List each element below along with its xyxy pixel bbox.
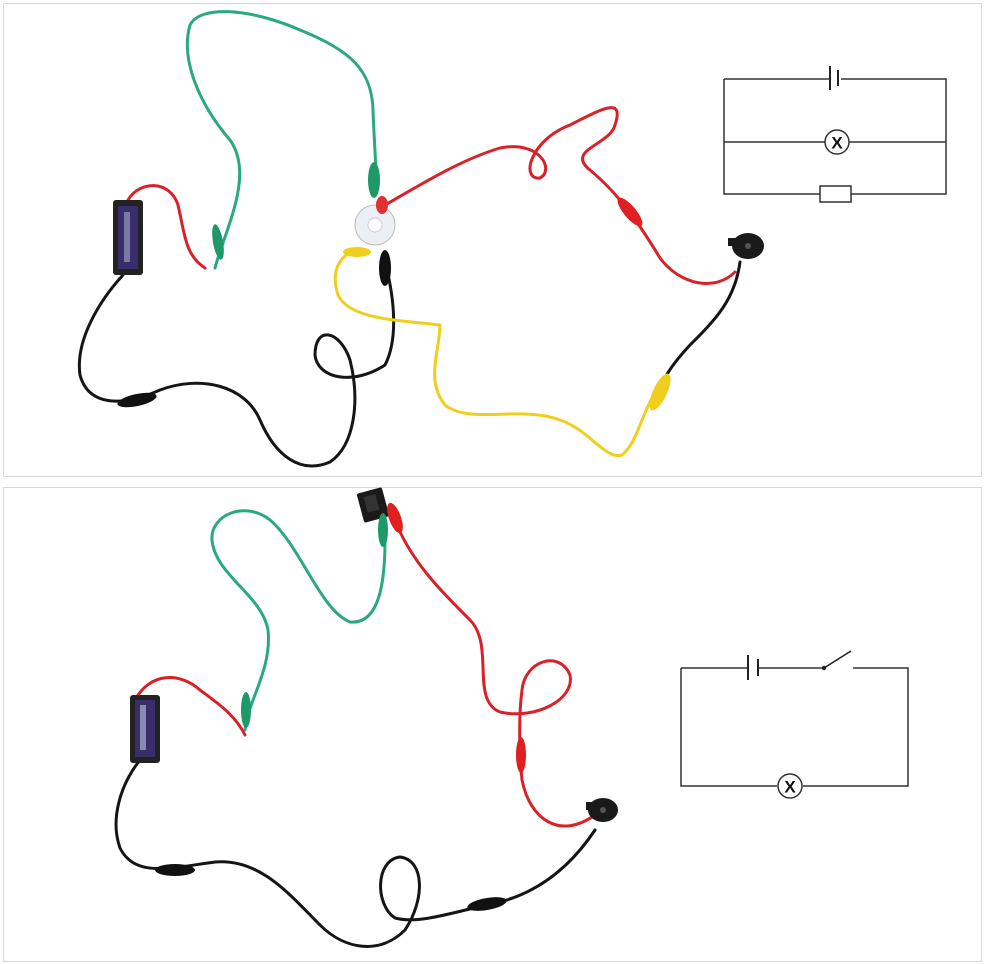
red-wire-buzzer bbox=[393, 518, 597, 828]
resistor-symbol bbox=[819, 185, 852, 203]
red-clip bbox=[387, 502, 403, 534]
battery-holder bbox=[130, 695, 160, 763]
photo-panel-parallel-circuit bbox=[3, 3, 982, 477]
green-clip bbox=[378, 513, 388, 547]
black-wire-buzzer bbox=[663, 260, 742, 380]
rocker-switch bbox=[357, 487, 389, 523]
black-clip bbox=[379, 250, 391, 286]
green-clip bbox=[368, 162, 380, 198]
green-clip bbox=[212, 224, 224, 260]
panel1-wires bbox=[77, 10, 742, 468]
lamp-symbol bbox=[824, 129, 850, 155]
green-wire bbox=[210, 509, 387, 732]
red-wire-buzzer bbox=[383, 106, 737, 285]
green-clip bbox=[241, 692, 251, 728]
switch-symbol bbox=[823, 650, 852, 669]
yellow-clip bbox=[343, 247, 371, 257]
yellow-wire bbox=[333, 248, 667, 457]
buzzer bbox=[728, 233, 764, 259]
panel2-components bbox=[130, 487, 618, 911]
lamp-label: X bbox=[784, 778, 796, 797]
panel1-components bbox=[113, 162, 764, 411]
black-clip bbox=[155, 864, 195, 876]
lamp-symbol bbox=[777, 773, 803, 799]
green-wire bbox=[185, 10, 378, 270]
schematic-parallel: X bbox=[723, 66, 947, 203]
black-clip bbox=[117, 392, 157, 408]
yellow-clip bbox=[649, 373, 671, 411]
red-clip bbox=[376, 196, 388, 214]
panel2-wires bbox=[114, 509, 597, 948]
red-wire-battery bbox=[133, 676, 247, 737]
photo-panel-switch-circuit bbox=[3, 487, 982, 962]
red-clip bbox=[516, 737, 526, 773]
battery-holder bbox=[113, 200, 143, 275]
red-wire-battery bbox=[126, 184, 207, 270]
schematic-switch: X bbox=[680, 650, 909, 799]
black-wire bbox=[77, 260, 396, 468]
red-clip bbox=[617, 197, 643, 227]
black-clip bbox=[467, 897, 507, 911]
lamp-holder bbox=[354, 204, 396, 246]
buzzer bbox=[586, 798, 618, 822]
lamp-label: X bbox=[831, 134, 843, 153]
